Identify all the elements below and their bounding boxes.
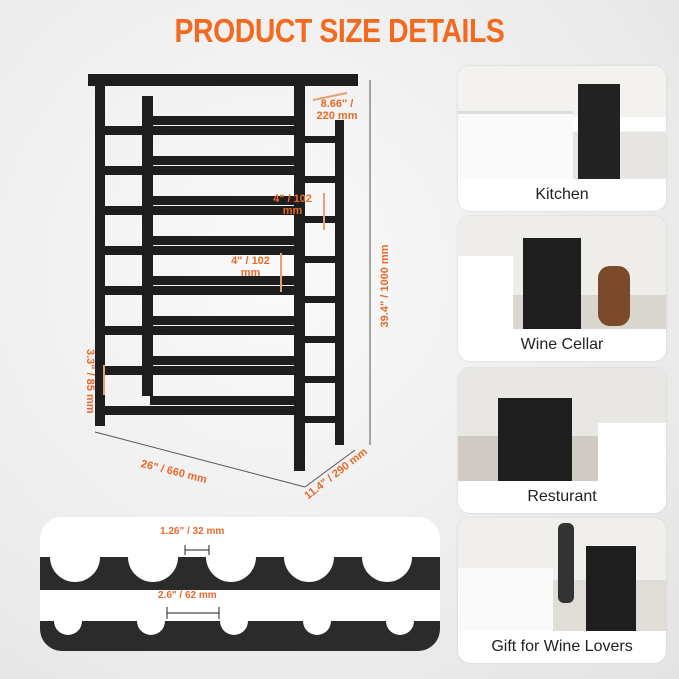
rack-bar xyxy=(305,336,340,343)
rack-bar xyxy=(105,286,295,295)
slot-neck-label: 1.26" / 32 mm xyxy=(160,526,225,537)
rack-bar xyxy=(105,126,295,135)
rack-bar xyxy=(150,396,295,405)
scene-caption: Resturant xyxy=(527,488,597,505)
rack-bar xyxy=(105,366,295,375)
rack-bar xyxy=(150,116,295,125)
row-gap-label-1: 4" / 102 mm xyxy=(273,193,312,217)
rack-bar xyxy=(305,256,340,263)
page-title: PRODUCT SIZE DETAILS xyxy=(174,12,505,49)
bottom-gap-label: 3.3" / 85 mm xyxy=(84,349,96,414)
scene-card-restaurant: Resturant xyxy=(458,368,666,513)
restaurant-photo xyxy=(458,368,666,481)
rack-bar xyxy=(305,376,340,383)
slot-pitch-label: 2.6" / 62 mm xyxy=(158,590,217,601)
scene-card-kitchen: Kitchen xyxy=(458,66,666,211)
rack-bar xyxy=(105,246,295,255)
rack-bar xyxy=(150,196,295,205)
row-gap-label-2: 4" / 102 mm xyxy=(231,255,270,279)
rack-bar xyxy=(305,176,340,183)
rack-bar xyxy=(105,206,295,215)
rack-leg xyxy=(95,86,105,426)
scene-card-wine-cellar: Wine Cellar xyxy=(458,216,666,361)
rack-leg xyxy=(335,120,344,445)
scene-caption: Wine Cellar xyxy=(520,336,604,353)
rack-bar xyxy=(150,276,295,285)
rack-top xyxy=(88,74,358,86)
gift-photo xyxy=(458,518,666,631)
wine-rack-illustration xyxy=(88,74,371,488)
rack-leg xyxy=(294,86,305,471)
wine-cellar-photo xyxy=(458,216,666,329)
kitchen-photo xyxy=(458,66,666,179)
rack-bar xyxy=(305,216,340,223)
rack-bar xyxy=(105,166,295,175)
rack-bar xyxy=(105,326,295,335)
rack-bar xyxy=(150,316,295,325)
rack-bar xyxy=(150,356,295,365)
height-label: 39.4" / 1000 mm xyxy=(379,244,391,328)
rack-bar xyxy=(305,136,340,143)
scene-card-gift: Gift for Wine Lovers xyxy=(458,518,666,663)
rack-bar xyxy=(105,406,295,415)
depth-top-label: 8.66" / 220 mm xyxy=(316,98,358,122)
rack-bar xyxy=(150,236,295,245)
slot-detail-panel xyxy=(40,517,440,651)
scene-caption: Gift for Wine Lovers xyxy=(491,638,633,655)
scene-caption: Kitchen xyxy=(535,186,589,203)
rack-bar xyxy=(305,416,340,423)
rack-bar xyxy=(305,296,340,303)
rack-bar xyxy=(150,156,295,165)
